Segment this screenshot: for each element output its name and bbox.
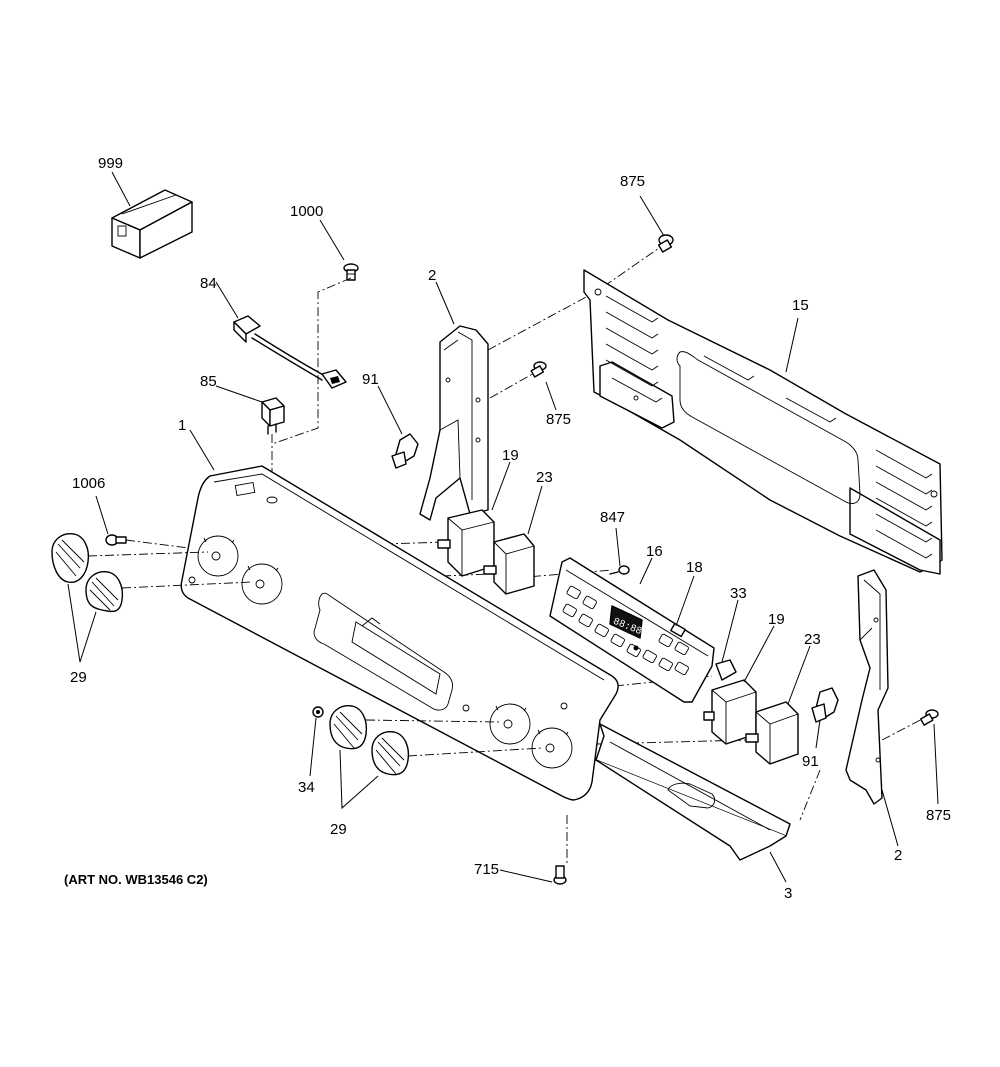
art-number: (ART NO. WB13546 C2) (64, 872, 208, 887)
callout-2-left: 2 (428, 267, 436, 284)
part-23-switch-right (745, 701, 799, 765)
part-16-touchpad-control: 88:88 (549, 557, 715, 703)
callout-23-right: 23 (804, 631, 821, 648)
callout-1: 1 (178, 417, 186, 434)
callout-875-mid: 875 (546, 411, 571, 428)
callout-3: 3 (784, 885, 792, 902)
callout-715: 715 (474, 861, 499, 878)
callout-875-top: 875 (620, 173, 645, 190)
callout-875-right: 875 (926, 807, 951, 824)
part-875-screw-top (657, 234, 674, 253)
callout-847: 847 (600, 509, 625, 526)
callout-labels: 999 1000 84 85 1 1006 29 29 2 2 91 91 87… (70, 155, 951, 902)
callout-23-left: 23 (536, 469, 553, 486)
callout-85: 85 (200, 373, 217, 390)
part-15-rear-cover (583, 269, 943, 575)
part-29-knob-1 (51, 533, 90, 583)
part-29-knob-4 (371, 731, 410, 776)
part-91-clip-right (811, 687, 839, 723)
callout-1006: 1006 (72, 475, 105, 492)
callout-34: 34 (298, 779, 315, 796)
leader-lines (67, 171, 939, 883)
callout-29-right: 29 (330, 821, 347, 838)
part-23-switch-left (483, 533, 535, 595)
callout-2-right: 2 (894, 847, 902, 864)
knob-shaft-lines (87, 551, 543, 757)
part-29-knob-2 (85, 571, 124, 613)
part-3-trim (595, 723, 791, 861)
callout-16: 16 (646, 543, 663, 560)
part-847-screw (609, 565, 630, 575)
part-19-switch-right (703, 679, 757, 745)
part-91-clip-left (391, 433, 419, 469)
part-715-screw (553, 865, 567, 885)
callout-91-right: 91 (802, 753, 819, 770)
callout-91-left: 91 (362, 371, 379, 388)
part-999-box (111, 189, 193, 259)
part-1-control-panel (180, 465, 619, 801)
callout-999: 999 (98, 155, 123, 172)
callout-19-left: 19 (502, 447, 519, 464)
part-18-connector-pin (670, 622, 686, 638)
part-2-left-bracket (419, 325, 489, 521)
part-34-screw (312, 706, 324, 718)
callout-18: 18 (686, 559, 703, 576)
part-1006-screw (105, 534, 127, 546)
callout-33: 33 (730, 585, 747, 602)
callout-84: 84 (200, 275, 217, 292)
part-2-right-bracket (845, 569, 889, 805)
callout-15: 15 (792, 297, 809, 314)
callout-19-right: 19 (768, 611, 785, 628)
part-1000-screw (343, 263, 359, 281)
part-875-screw-right (919, 709, 939, 726)
part-33-connector (715, 659, 737, 681)
callout-29-left: 29 (70, 669, 87, 686)
callout-1000: 1000 (290, 203, 323, 220)
part-85-plug (261, 397, 285, 435)
part-29-knob-3 (329, 705, 368, 750)
part-875-screw-mid (530, 361, 547, 378)
part-84-harness (233, 315, 347, 389)
